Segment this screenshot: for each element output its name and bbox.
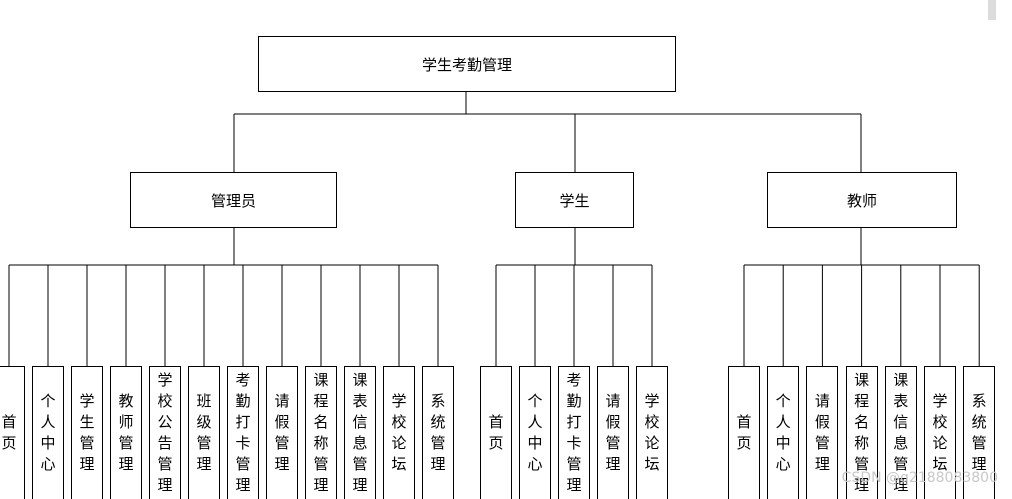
function-leaf-label: 教师管理 xyxy=(118,392,134,473)
function-leaf-label: 个人中心 xyxy=(775,392,791,473)
root-node: 学生考勤管理 xyxy=(258,36,676,92)
function-leaf-label: 学校论坛 xyxy=(932,392,948,473)
function-leaf-label: 学校论坛 xyxy=(644,392,660,473)
function-leaf-label: 个人中心 xyxy=(40,392,56,473)
role-node-student: 学生 xyxy=(515,172,634,228)
function-leaf-label: 学生管理 xyxy=(79,392,95,473)
function-leaf-label: 请假管理 xyxy=(605,392,621,473)
function-leaf: 学校论坛 xyxy=(924,366,956,499)
function-leaf-label: 请假管理 xyxy=(274,392,290,473)
root-node-label: 学生考勤管理 xyxy=(421,55,512,74)
function-leaf: 个人中心 xyxy=(519,366,551,499)
function-leaf-label: 系统管理 xyxy=(430,392,446,473)
function-leaf-label: 请假管理 xyxy=(814,392,830,473)
function-leaf-label: 课程名称管理 xyxy=(854,371,870,494)
function-leaf-label: 课程名称管理 xyxy=(313,371,329,494)
function-leaf: 学校论坛 xyxy=(383,366,415,499)
function-leaf: 考勤打卡管理 xyxy=(227,366,259,499)
role-node-label: 教师 xyxy=(846,191,877,210)
role-node-label: 管理员 xyxy=(210,191,256,210)
function-leaf: 首页 xyxy=(0,366,25,499)
function-leaf: 首页 xyxy=(480,366,512,499)
role-node-label: 学生 xyxy=(559,191,590,210)
function-leaf: 课表信息管理 xyxy=(344,366,376,499)
function-leaf: 首页 xyxy=(728,366,760,499)
function-leaf: 个人中心 xyxy=(767,366,800,499)
function-leaf: 学校论坛 xyxy=(636,366,668,499)
function-leaf: 课程名称管理 xyxy=(845,366,878,499)
function-leaf: 学校公告管理 xyxy=(149,366,181,499)
function-leaf: 课表信息管理 xyxy=(884,366,917,499)
function-leaf-label: 考勤打卡管理 xyxy=(235,371,251,494)
function-leaf-label: 课表信息管理 xyxy=(893,371,909,494)
function-leaf-label: 学校论坛 xyxy=(391,392,407,473)
function-leaf: 教师管理 xyxy=(110,366,142,499)
function-leaf-label: 首页 xyxy=(488,413,504,452)
function-leaf: 学生管理 xyxy=(71,366,103,499)
function-leaf-label: 班级管理 xyxy=(196,392,212,473)
role-node-admin: 管理员 xyxy=(130,172,337,228)
watermark: CSDN @q2188083800 xyxy=(841,470,998,486)
function-leaf: 系统管理 xyxy=(963,366,996,499)
function-leaf-label: 课表信息管理 xyxy=(352,371,368,494)
role-node-teacher: 教师 xyxy=(767,172,957,228)
function-leaf-label: 首页 xyxy=(1,413,17,452)
function-leaf-label: 系统管理 xyxy=(971,392,987,473)
scrollbar-thumb[interactable] xyxy=(988,0,996,20)
function-leaf: 系统管理 xyxy=(422,366,454,499)
function-leaf: 个人中心 xyxy=(32,366,64,499)
function-leaf-label: 首页 xyxy=(736,413,752,452)
function-leaf: 请假管理 xyxy=(266,366,298,499)
function-leaf: 班级管理 xyxy=(188,366,220,499)
function-leaf-label: 学校公告管理 xyxy=(157,371,173,494)
function-leaf: 考勤打卡管理 xyxy=(558,366,590,499)
function-leaf: 请假管理 xyxy=(597,366,629,499)
function-leaf: 请假管理 xyxy=(806,366,839,499)
function-leaf: 课程名称管理 xyxy=(305,366,337,499)
function-leaf-label: 考勤打卡管理 xyxy=(566,371,582,494)
function-leaf-label: 个人中心 xyxy=(527,392,543,473)
